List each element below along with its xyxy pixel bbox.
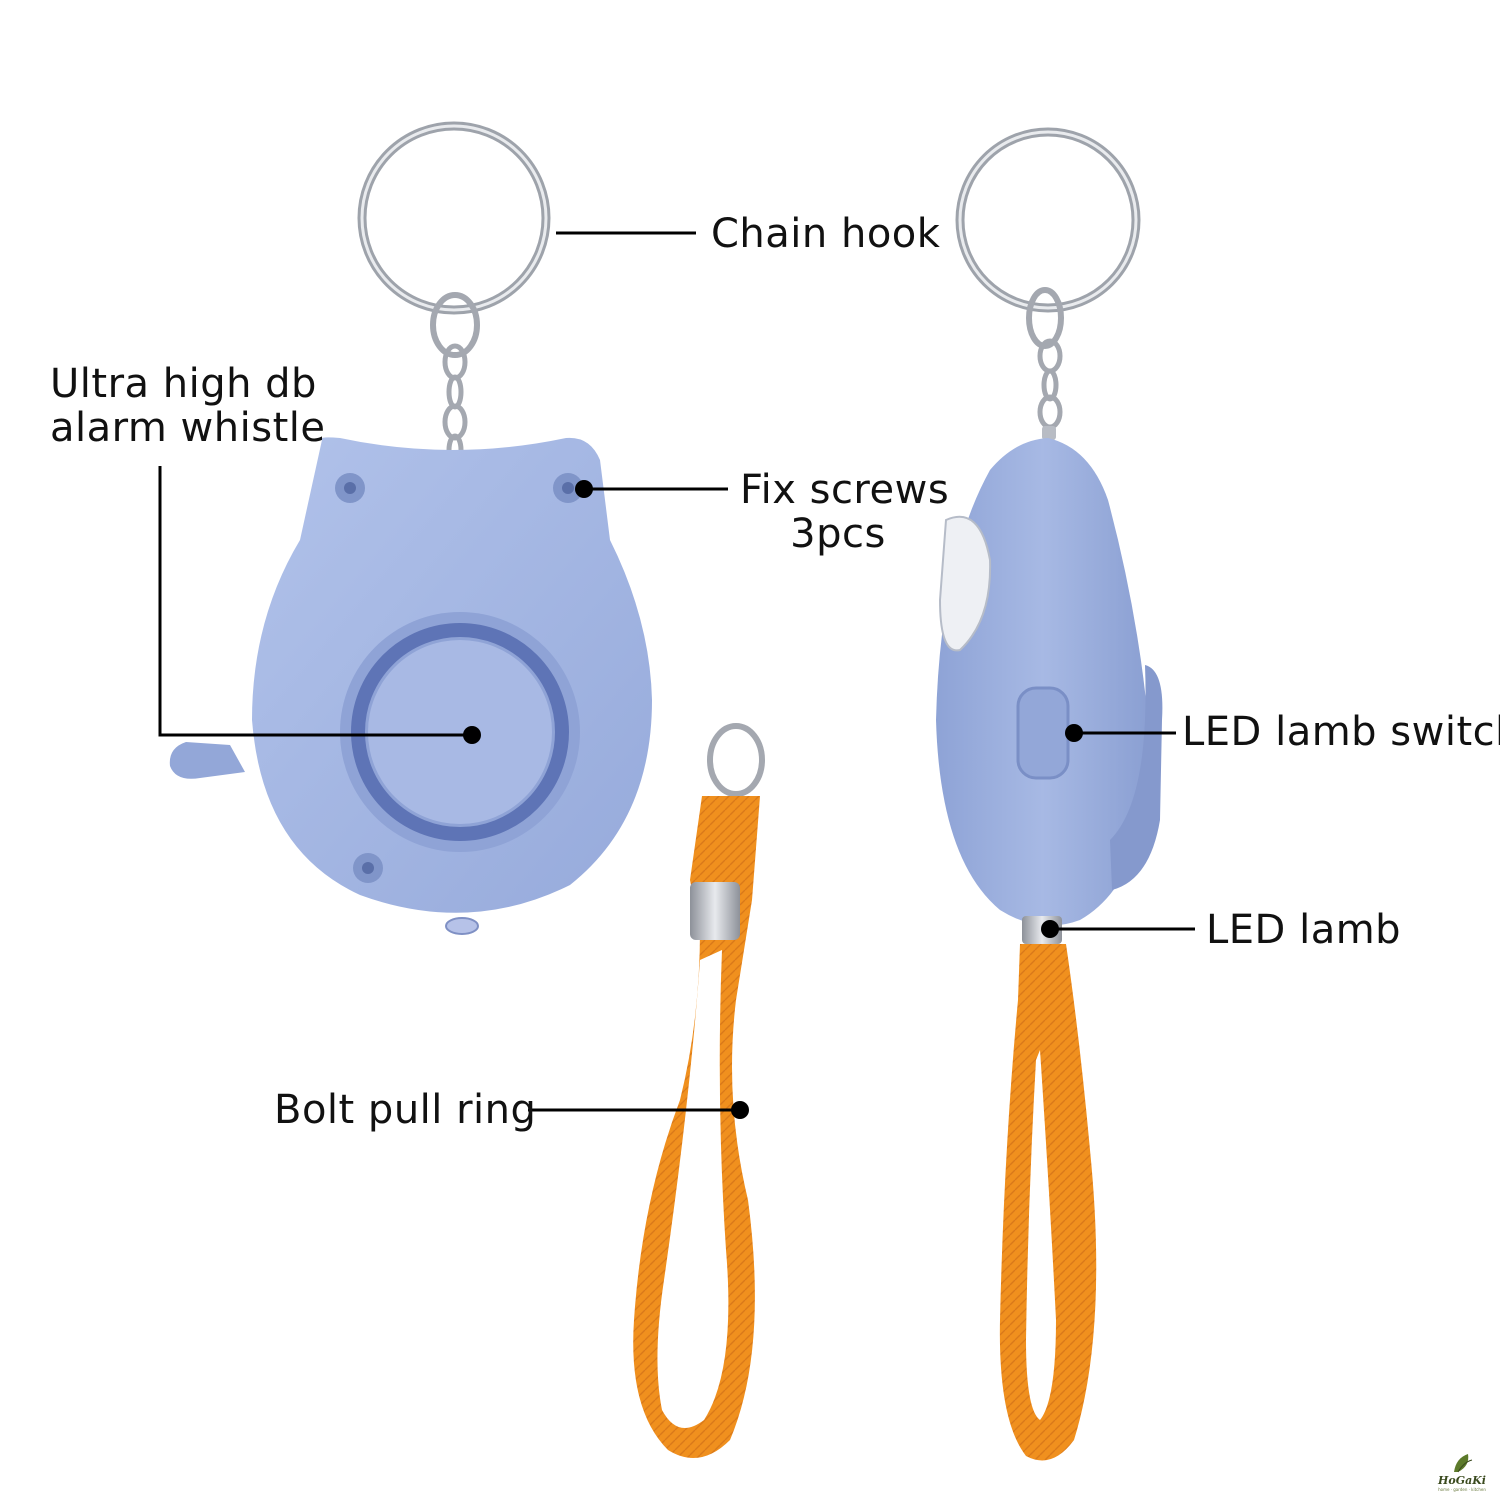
label-alarm-whistle-line1: Ultra high db	[50, 361, 317, 407]
strap-crimp	[690, 882, 740, 940]
label-alarm-whistle: Ultra high db alarm whistle	[50, 361, 326, 451]
led-switch-button	[1016, 686, 1070, 780]
screw-holes	[335, 473, 583, 883]
label-chain-hook: Chain hook	[711, 211, 941, 257]
label-fix-screws-line1: Fix screws	[740, 467, 950, 513]
chain-links	[442, 343, 468, 467]
brand-logo-name: HoGaKi	[1438, 1474, 1486, 1487]
bolt-pull-strap	[633, 723, 765, 1458]
label-led-lamb: LED lamb	[1206, 907, 1402, 953]
callout-lines	[158, 231, 1195, 1112]
label-led-switch: LED lamb switch	[1182, 709, 1500, 755]
alarm-body-front	[169, 437, 652, 935]
label-fix-screws-line2: 3pcs	[790, 511, 886, 557]
alarm-body-side	[936, 438, 1163, 944]
label-alarm-whistle-line2: alarm whistle	[50, 405, 326, 451]
brand-logo-tagline: home · garden · kitchen	[1438, 1487, 1486, 1492]
brand-logo: HoGaKi home · garden · kitchen	[1434, 1452, 1490, 1492]
side-view-keychain	[955, 127, 1141, 440]
label-bolt-pull-ring: Bolt pull ring	[274, 1087, 537, 1133]
callout-dots	[463, 480, 1083, 1119]
side-strap	[999, 944, 1097, 1461]
label-fix-screws: Fix screws 3pcs	[740, 467, 950, 557]
front-view-keychain	[357, 121, 551, 467]
leaf-icon	[1454, 1454, 1473, 1473]
